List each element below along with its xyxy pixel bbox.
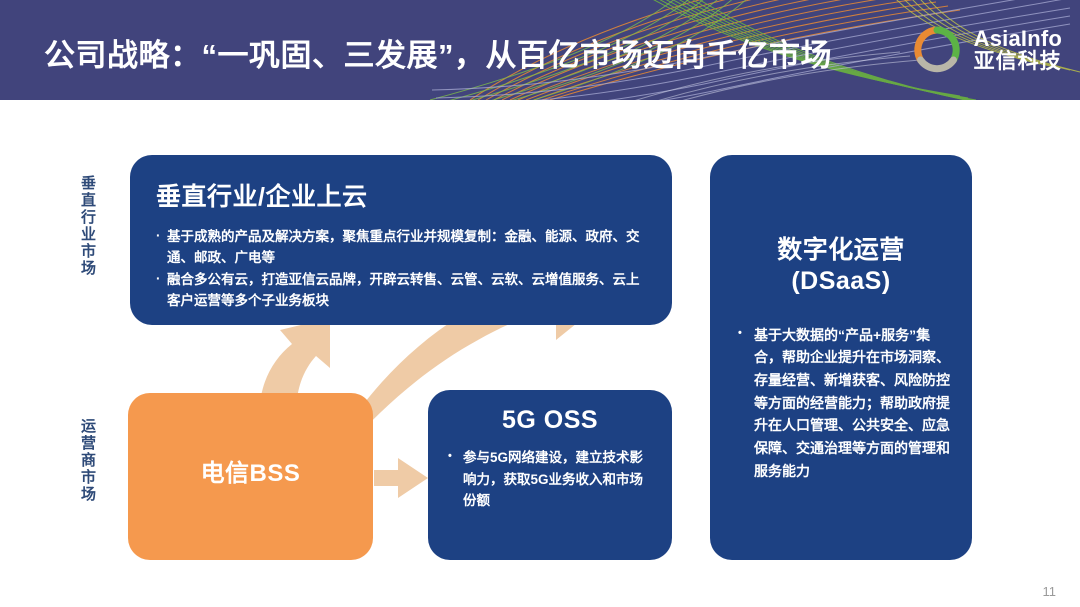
card-5g-oss[interactable]: 5G OSS 参与5G网络建设，建立技术影响力，获取5G业务收入和市场份额 — [428, 390, 672, 560]
sidebar-label-operator-market: 运营商市场 — [79, 418, 96, 503]
list-item: 融合多公有云，打造亚信云品牌，开辟云转售、云管、云软、云增值服务、云上客户运营等… — [156, 269, 648, 312]
card-title-digital-operations: 数字化运营 (DSaaS) — [732, 235, 950, 298]
logo-text-cn: 亚信科技 — [973, 49, 1062, 73]
list-item: 基于成熟的产品及解决方案，聚焦重点行业并规模复制：金融、能源、政府、交通、邮政、… — [156, 226, 648, 269]
list-item: 基于大数据的“产品+服务”集合，帮助企业提升在市场洞察、存量经营、新增获客、风险… — [738, 324, 950, 483]
logo-text-en: AsiaInfo — [973, 26, 1062, 52]
asiainfo-logo: AsiaInfo 亚信科技 — [909, 16, 1062, 84]
page-title: 公司战略：“一巩固、三发展”，从百亿市场迈向千亿市场 — [44, 38, 832, 73]
page-number: 11 — [1042, 584, 1057, 599]
asiainfo-ring-icon — [913, 26, 960, 73]
card-title-5g-oss: 5G OSS — [501, 406, 599, 434]
sidebar-label-vertical-market: 垂直行业市场 — [79, 175, 96, 277]
bullet-list-vertical-industry: 基于成熟的产品及解决方案，聚焦重点行业并规模复制：金融、能源、政府、交通、邮政、… — [156, 226, 648, 312]
list-item: 参与5G网络建设，建立技术影响力，获取5G业务收入和市场份额 — [448, 447, 654, 512]
card-vertical-industry[interactable]: 垂直行业/企业上云 基于成熟的产品及解决方案，聚焦重点行业并规模复制：金融、能源… — [130, 155, 672, 325]
card-title-vertical-industry: 垂直行业/企业上云 — [156, 183, 368, 211]
card-title-telecom-bss: 电信BSS — [200, 460, 301, 487]
card-title-line1: 数字化运营 — [777, 236, 905, 264]
bullet-list-5g-oss: 参与5G网络建设，建立技术影响力，获取5G业务收入和市场份额 — [446, 447, 654, 512]
card-title-line2: (DSaaS) — [791, 267, 891, 296]
slide-header: 公司战略：“一巩固、三发展”，从百亿市场迈向千亿市场 AsiaInfo 亚信科技 — [0, 0, 1080, 100]
card-digital-operations[interactable]: 数字化运营 (DSaaS) 基于大数据的“产品+服务”集合，帮助企业提升在市场洞… — [710, 155, 972, 560]
arrow-bss-to-5goss — [374, 458, 428, 498]
bullet-list-digital-operations: 基于大数据的“产品+服务”集合，帮助企业提升在市场洞察、存量经营、新增获客、风险… — [732, 324, 950, 483]
card-telecom-bss[interactable]: 电信BSS — [128, 393, 373, 560]
